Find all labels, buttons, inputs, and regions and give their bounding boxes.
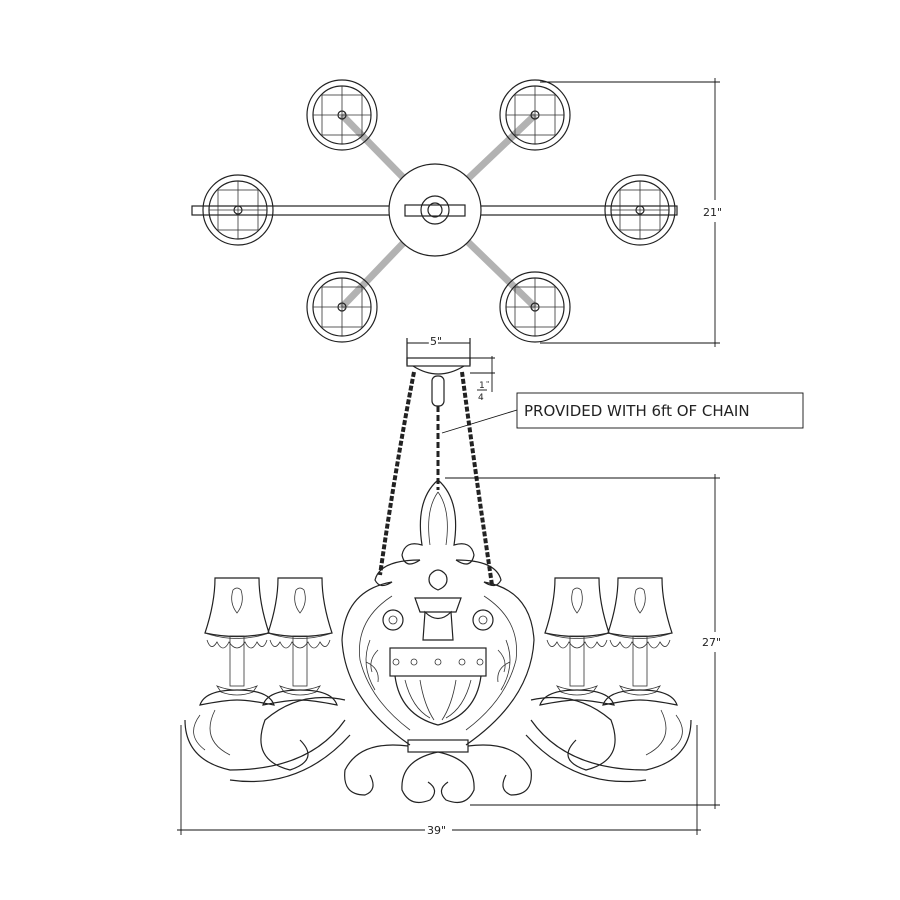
top-shade-right: [604, 174, 676, 246]
dimension-label-5in: 5": [430, 335, 442, 348]
dimension-21in: 21": [540, 78, 722, 347]
dimension-39in: 39": [177, 725, 701, 837]
shade-3: [544, 577, 610, 696]
shade-2: [267, 577, 333, 696]
top-view: [191, 79, 678, 343]
chains: [378, 371, 494, 586]
dimension-label-21in: 21": [703, 206, 722, 219]
top-view-hub: [388, 163, 482, 257]
callout-text: PROVIDED WITH 6ft OF CHAIN: [524, 402, 750, 420]
svg-text:4: 4: [478, 393, 484, 403]
svg-text:1: 1: [479, 381, 485, 391]
fixture-body: [341, 479, 535, 803]
shade-1: [204, 577, 270, 696]
top-shade-lower-left: [306, 271, 378, 343]
shade-4: [607, 577, 673, 696]
svg-text:": ": [486, 380, 489, 388]
top-shade-lower-right: [499, 271, 571, 343]
dimension-label-27in: 27": [702, 636, 721, 649]
dimension-label-39in: 39": [427, 824, 446, 837]
callout: PROVIDED WITH 6ft OF CHAIN: [441, 392, 804, 434]
top-shade-left: [202, 174, 274, 246]
dimension-27in: 27": [445, 474, 721, 809]
top-shade-upper-left: [306, 79, 378, 151]
arms-and-shades: [184, 577, 692, 783]
canopy: 5": [406, 333, 471, 407]
dimension-quarter-in: 1 4 ": [470, 356, 495, 403]
top-shade-upper-right: [499, 79, 571, 151]
